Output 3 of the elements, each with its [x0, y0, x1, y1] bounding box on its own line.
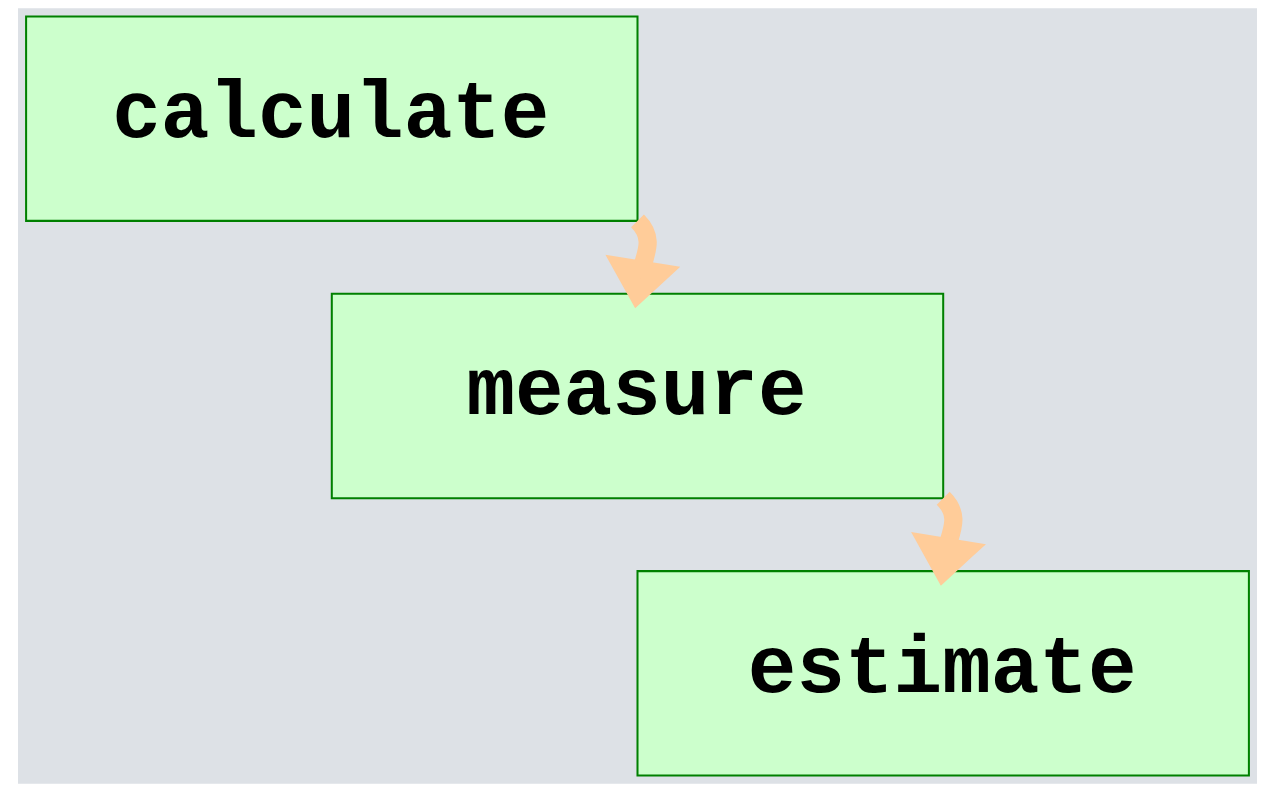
node-box: calculate: [24, 15, 638, 222]
node-box: measure: [330, 292, 944, 500]
node-box: estimate: [636, 570, 1250, 777]
